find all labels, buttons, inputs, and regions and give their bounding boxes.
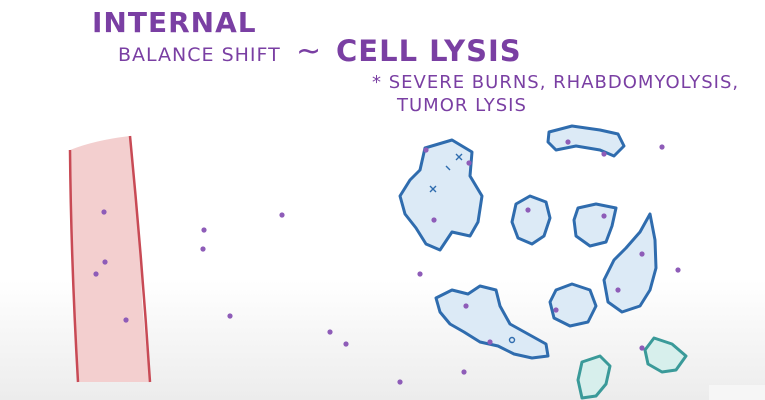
cell-fragment-right-small <box>572 202 618 248</box>
cell-fragment-right-tall <box>602 212 658 314</box>
causes-line-2: TUMOR LYSIS <box>397 95 527 116</box>
causes-line-1: * SEVERE BURNS, RHABDOMYOLYSIS, <box>372 72 740 93</box>
heading-internal: INTERNAL <box>92 6 257 39</box>
released-molecule-dots <box>93 139 681 385</box>
teal-fragment-bottom <box>576 354 612 400</box>
tilde-symbol: ~ <box>296 34 323 69</box>
cell-fragment-bottom-left <box>434 284 550 360</box>
cell-fragment-center <box>510 194 552 246</box>
video-control-corner[interactable] <box>709 385 765 400</box>
blood-vessel <box>68 135 152 383</box>
teal-fragments <box>576 336 688 400</box>
cell-fragment-large-left <box>398 138 484 252</box>
subheading-balance-shift: BALANCE SHIFT <box>118 44 281 66</box>
cell-fragment-mid <box>548 282 598 328</box>
heading-cell-lysis: CELL LYSIS <box>336 34 522 68</box>
cell-markings <box>429 153 516 344</box>
cell-fragment-top <box>546 124 626 158</box>
cell-fragments <box>398 124 658 360</box>
teal-fragment-right <box>643 336 688 374</box>
